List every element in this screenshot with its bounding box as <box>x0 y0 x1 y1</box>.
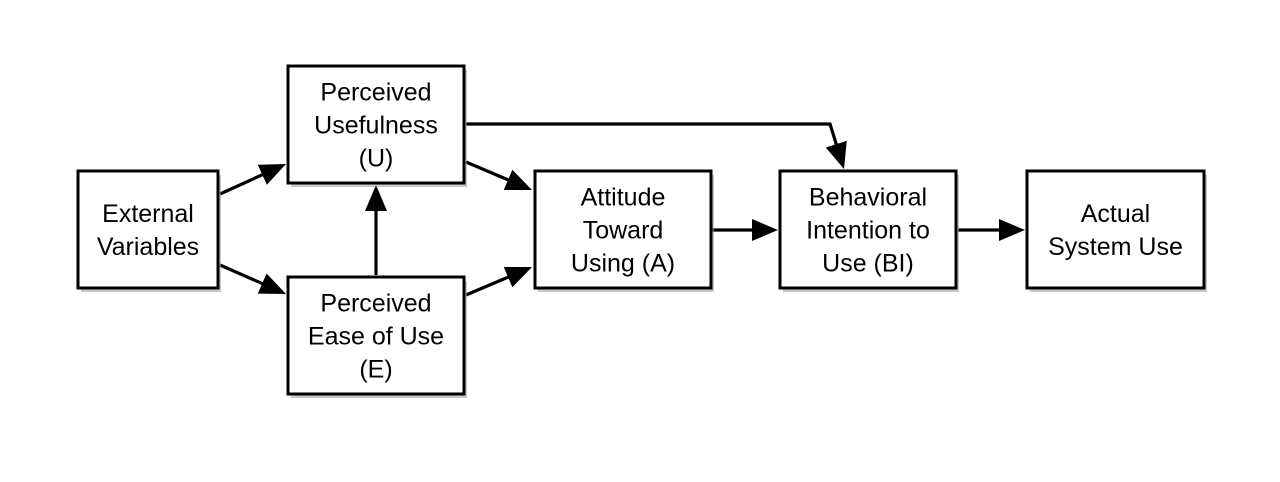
node-box <box>286 64 466 185</box>
arrow-head <box>503 267 532 288</box>
node-label-line: (U) <box>359 145 394 173</box>
node-box <box>778 169 958 290</box>
node-label-line: (E) <box>359 356 392 384</box>
node-label-line: Perceived <box>320 290 431 318</box>
edge-perceived-usefulness-to-behavioral-intention <box>466 122 847 169</box>
edge-perceived-usefulness-to-attitude-toward-using <box>465 160 532 190</box>
edge-perceived-ease-of-use-to-perceived-usefulness <box>365 185 387 275</box>
arrow-head <box>999 219 1025 241</box>
node-label-line: Intention to <box>806 217 930 245</box>
edge-line <box>219 172 265 196</box>
nodes: ExternalVariablesPerceivedUsefulness(U)P… <box>76 64 1207 398</box>
node-box <box>533 169 713 290</box>
edges <box>219 122 1025 297</box>
edge-line <box>219 263 265 286</box>
arrow-head <box>257 273 286 294</box>
edge-line <box>465 274 511 297</box>
arrow-head <box>503 169 532 190</box>
node-label-line: Ease of Use <box>308 323 444 351</box>
node-label-line: Perceived <box>320 79 431 107</box>
arrow-head <box>257 164 286 185</box>
edge-line <box>466 122 839 147</box>
node-label-line: Toward <box>583 217 664 245</box>
node-label-line: Using (A) <box>571 250 675 278</box>
edge-external-variables-to-perceived-usefulness <box>219 164 286 196</box>
node-label-line: Behavioral <box>809 184 927 212</box>
node-label-line: Usefulness <box>314 112 438 140</box>
arrow-head <box>365 185 387 211</box>
edge-line <box>465 160 511 183</box>
node-label-line: External <box>102 200 194 228</box>
edge-external-variables-to-perceived-ease-of-use <box>219 263 286 294</box>
edge-perceived-ease-of-use-to-attitude-toward-using <box>465 267 532 297</box>
node-box <box>76 169 220 290</box>
edge-behavioral-intention-to-actual-system-use <box>958 219 1025 241</box>
node-label-line: System Use <box>1048 233 1183 261</box>
node-label-line: Variables <box>97 233 199 261</box>
edge-attitude-toward-using-to-behavioral-intention <box>712 219 778 241</box>
node-box <box>286 275 466 396</box>
node-label-line: Use (BI) <box>822 250 914 278</box>
node-label-line: Attitude <box>581 184 666 212</box>
node-label-line: Actual <box>1081 200 1150 228</box>
arrow-head <box>825 140 847 169</box>
arrow-head <box>752 219 778 241</box>
node-box <box>1025 169 1206 290</box>
